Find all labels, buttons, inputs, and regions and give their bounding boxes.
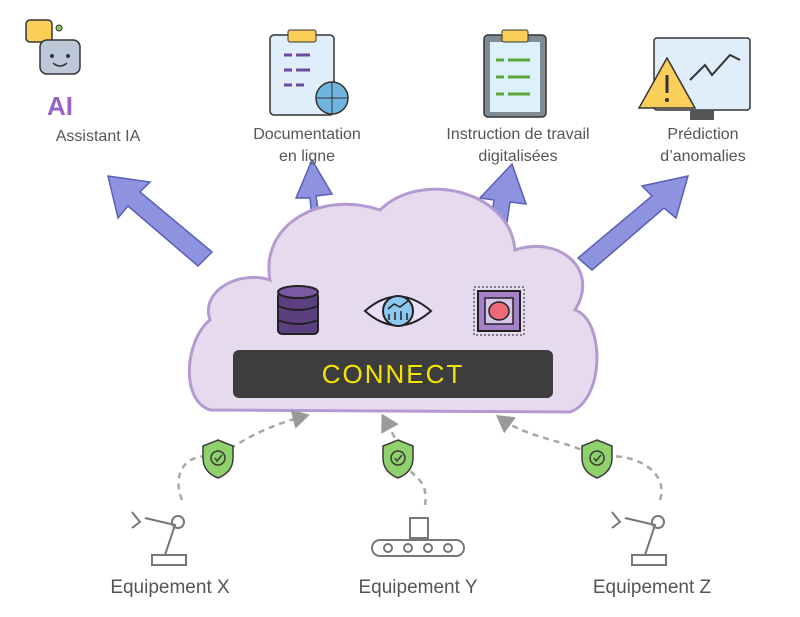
label-line: en ligne xyxy=(278,148,336,165)
output-arrows xyxy=(107,158,690,271)
clipboard-globe-icon xyxy=(269,29,349,116)
label-line: Assistant IA xyxy=(55,128,141,145)
label-assistant-ia: Assistant IA xyxy=(56,126,140,148)
arrow-to-assistant xyxy=(107,175,214,268)
ai-chip-icon xyxy=(473,286,525,336)
arrow-to-prediction xyxy=(576,175,690,271)
label-prediction: Prédiction d’anomalies xyxy=(660,124,745,168)
clipboard-checklist-icon xyxy=(483,29,547,118)
robot-arm-icon xyxy=(131,511,187,566)
label-line: Prédiction xyxy=(667,126,739,143)
label-line: Documentation xyxy=(253,126,361,143)
label-equipement-y: Equipement Y xyxy=(358,577,478,598)
label-instructions: Instruction de travail digitalisées xyxy=(446,124,589,168)
label-equipement-x: Equipement X xyxy=(110,577,230,598)
robot-arm-icon xyxy=(611,511,667,566)
eye-analytics-icon xyxy=(363,295,433,327)
label-line: Instruction de travail xyxy=(446,126,590,143)
label-documentation: Documentation en ligne xyxy=(253,124,361,168)
label-line: digitalisées xyxy=(478,148,558,165)
robot-ai-icon: AI xyxy=(25,19,81,121)
database-icon xyxy=(277,285,319,335)
label-equipement-z: Equipement Z xyxy=(592,577,712,598)
security-shield-icon xyxy=(382,439,414,479)
security-shield-icon xyxy=(581,439,613,479)
label-line: d’anomalies xyxy=(660,148,746,165)
svg-text:AI: AI xyxy=(47,91,73,121)
connect-platform-bar: CONNECT xyxy=(233,350,553,398)
conveyor-icon xyxy=(371,517,465,557)
shield-icons xyxy=(202,439,613,479)
security-shield-icon xyxy=(202,439,234,479)
monitor-warning-icon xyxy=(637,37,751,120)
